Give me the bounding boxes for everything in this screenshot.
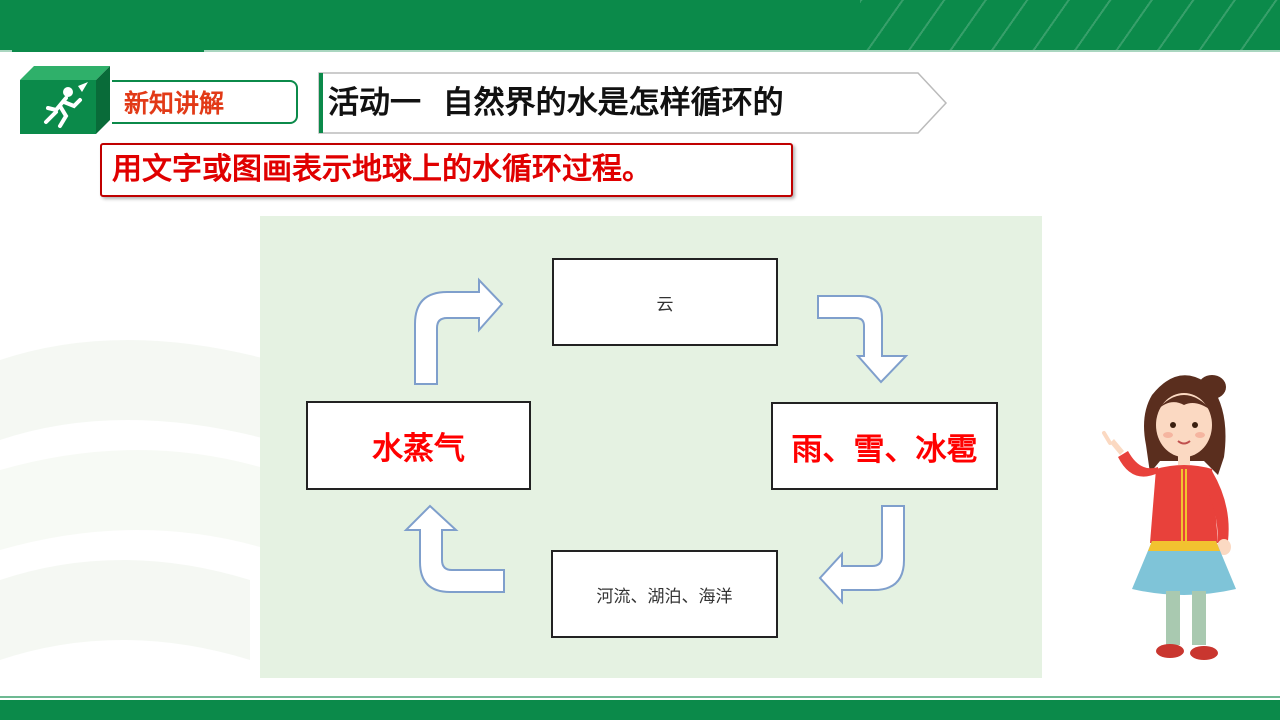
top-bar-stripes	[860, 0, 1280, 50]
node-cloud: 云	[552, 258, 778, 346]
activity-title: 活动一 自然界的水是怎样循环的	[328, 78, 784, 128]
bottom-divider	[0, 696, 1280, 698]
runner-icon	[20, 66, 110, 134]
top-bar-accent	[12, 50, 204, 52]
background-book-decoration	[0, 340, 270, 660]
girl-illustration	[1102, 375, 1236, 660]
section-badge: 新知讲解	[20, 66, 298, 134]
arrow-cloud-to-precipitation	[817, 295, 909, 384]
water-cycle-diagram: 云 雨、雪、冰雹 河流、湖泊、海洋 水蒸气	[260, 216, 1042, 678]
badge-label: 新知讲解	[112, 80, 298, 124]
instruction-box: 用文字或图画表示地球上的水循环过程。	[100, 143, 793, 197]
activity-number: 活动一	[328, 85, 421, 121]
activity-title-banner: 活动一 自然界的水是怎样循环的	[318, 72, 948, 134]
top-bar-divider	[0, 50, 1280, 52]
node-surface-water-label: 河流、湖泊、海洋	[596, 586, 733, 607]
node-cloud-label: 云	[656, 294, 674, 315]
node-precipitation: 雨、雪、冰雹	[771, 402, 998, 490]
node-vapor-label: 水蒸气	[372, 431, 465, 467]
node-surface-water: 河流、湖泊、海洋	[551, 550, 778, 638]
node-precipitation-label: 雨、雪、冰雹	[791, 431, 978, 468]
bottom-bar	[0, 700, 1280, 720]
arrow-vapor-to-cloud	[414, 277, 504, 385]
title-banner-shape	[318, 72, 948, 134]
arrow-precipitation-to-surface	[818, 505, 905, 605]
top-bar	[0, 0, 1280, 50]
node-vapor: 水蒸气	[306, 401, 531, 490]
activity-question: 自然界的水是怎样循环的	[442, 85, 784, 121]
arrow-surface-to-vapor	[403, 504, 505, 593]
cycle-arrows	[403, 277, 909, 605]
